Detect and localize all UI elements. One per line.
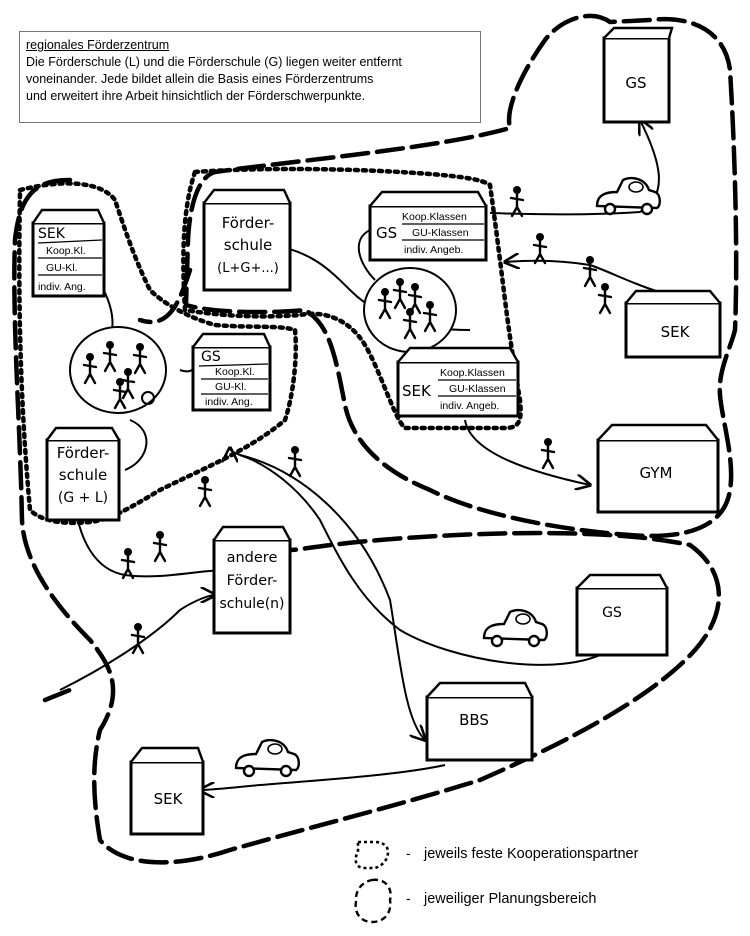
gs-left-row-3: indiv. Ang.: [205, 396, 253, 408]
sek-bottom-label: SEK: [154, 790, 184, 808]
legend-dash-1: -: [406, 845, 411, 861]
info-title: regionales Förderzentrum: [26, 38, 170, 52]
sek-center-name: SEK: [402, 382, 432, 400]
building-sek-bottom: SEK: [129, 746, 205, 836]
sek-right-label: SEK: [661, 323, 691, 341]
car-icon-top: [595, 176, 661, 216]
cooperation-boundary: [17, 166, 523, 526]
pedestrians: [120, 184, 613, 655]
bbs-label: BBS: [459, 711, 489, 729]
sek-left-row-2: GU-Kl.: [46, 262, 78, 274]
building-andere-foerderschule: andere Förder- schule(n): [212, 525, 292, 635]
sek-center-row-2: GU-Klassen: [449, 383, 506, 395]
info-line-1: Die Förderschule (L) und die Förderschul…: [26, 55, 402, 69]
gs-left-name: GS: [201, 349, 221, 365]
foerder-center-line-2: schule: [224, 236, 272, 254]
info-line-3: und erweitert ihre Arbeit hinsichtlich d…: [26, 89, 366, 103]
foerder-center-line-1: Förder-: [222, 214, 275, 232]
legend-dotted-label: jeweils feste Kooperationspartner: [423, 846, 639, 862]
gs-center-row-3: indiv. Angeb.: [404, 244, 463, 256]
sek-left-row-1: Koop.Kl.: [46, 245, 86, 257]
building-sek-left: SEK Koop.Kl. GU-Kl. indiv. Ang.: [31, 208, 106, 298]
gs-left-row-1: Koop.Kl.: [215, 366, 255, 378]
gs-left-row-2: GU-Kl.: [215, 381, 247, 393]
car-icon-bottom: [234, 738, 300, 778]
gym-label: GYM: [640, 464, 673, 482]
legend-dashed-label: jeweiliger Planungsbereich: [423, 891, 597, 907]
info-box: regionales Förderzentrum Die Förderschul…: [19, 31, 481, 123]
andere-line-3: schule(n): [219, 596, 284, 612]
building-foerderschule-left: Förder- schule (G + L): [45, 426, 121, 522]
foerder-left-line-1: Förder-: [57, 444, 110, 462]
planning-area-boundary-lower: [12, 177, 721, 865]
car-icon-middle: [482, 608, 548, 648]
planning-area-boundary: [137, 13, 739, 539]
building-bbs: BBS: [425, 681, 534, 762]
building-sek-center: SEK Koop.Klassen GU-Klassen indiv. Angeb…: [396, 346, 520, 418]
info-line-2: voneinander. Jede bildet allein die Basi…: [26, 72, 374, 86]
sek-center-row-3: indiv. Angeb.: [440, 400, 499, 412]
children-group-center: [363, 267, 457, 353]
gs-center-row-2: GU-Klassen: [412, 227, 469, 239]
legend-dashed-symbol: [354, 878, 392, 924]
sek-left-name: SEK: [38, 226, 66, 242]
foerder-left-line-2: schule: [59, 466, 107, 484]
building-gs-top: GS: [602, 26, 674, 124]
legend: - jeweils feste Kooperationspartner - je…: [354, 840, 639, 924]
building-gs-center: GS Koop.Klassen GU-Klassen indiv. Angeb.: [368, 190, 488, 262]
legend-dotted-symbol: [354, 840, 390, 870]
andere-line-2: Förder-: [227, 573, 278, 589]
foerder-left-line-3: (G + L): [58, 490, 108, 506]
building-gs-lower: GS: [575, 573, 669, 657]
sek-center-row-1: Koop.Klassen: [440, 367, 505, 379]
building-sek-right: SEK: [624, 289, 722, 359]
building-gym: GYM: [596, 423, 720, 514]
gs-lower-label: GS: [602, 605, 622, 621]
children-group-left: [69, 326, 167, 414]
building-gs-left: GS Koop.Kl. GU-Kl. indiv. Ang.: [191, 332, 272, 412]
sek-left-row-3: indiv. Ang.: [38, 281, 86, 293]
gs-center-row-1: Koop.Klassen: [402, 211, 467, 223]
legend-dash-2: -: [406, 890, 411, 906]
andere-line-1: andere: [227, 550, 278, 566]
building-foerderschule-center: Förder- schule (L+G+...): [202, 188, 292, 292]
gs-top-label: GS: [625, 74, 646, 92]
foerder-center-line-3: (L+G+...): [217, 261, 279, 276]
gs-center-name: GS: [376, 224, 397, 242]
